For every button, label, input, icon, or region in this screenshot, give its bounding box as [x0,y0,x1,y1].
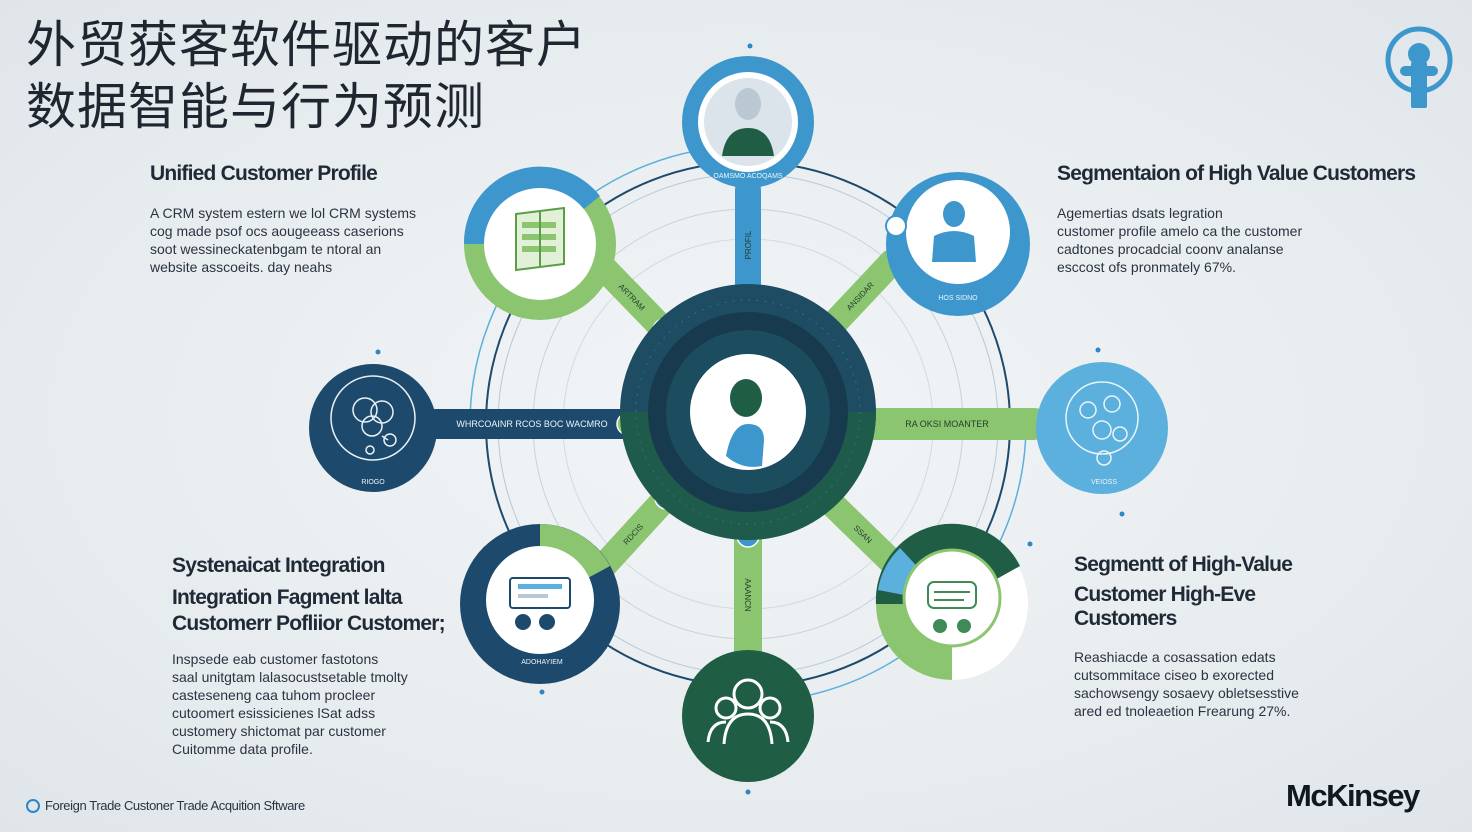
body-line: cadtones procadcial coonv analanse [1057,241,1284,257]
section-top-left-heading: Unified Customer Profile [150,162,378,185]
node-left-caption: RIOGO [361,479,385,486]
heading-line: Systenaicat Integration [172,554,385,577]
people-group-icon [706,678,790,745]
spoke-bottom-right [813,485,913,583]
node-bottom-left[interactable]: ADOHAYIEM [460,524,620,684]
section-top-right-heading: Segmentaion of High Value Customers [1057,162,1416,185]
title-line-2: 数据智能与行为预测 [26,78,485,136]
footer-text: Foreign Trade Custoner Trade Acquition S… [45,798,305,813]
page-title: 外贸获客软件驱动的客户 数据智能与行为预测 [26,14,587,138]
node-top-left[interactable] [463,166,616,320]
section-bottom-right-heading: Segmentt of High-Value Customer High-Eve… [1074,550,1293,634]
body-line: Cuitomme data profile. [172,741,313,757]
body-line: cutoomert esissicienes lSat adss [172,705,376,721]
chart-panel-icon [927,581,977,633]
node-group: OAMSMO ACOQAMS HOS SIDNO [309,56,1168,782]
footer: Foreign Trade Custoner Trade Acquition S… [26,798,305,813]
body-line: ared ed tnoleaetion Frearung 27%. [1074,703,1291,719]
node-right-caption: VEIOSS [1091,479,1117,486]
heading-line: Integration Fagment lalta [172,586,403,609]
node-bottom[interactable] [682,650,814,782]
profile-person-icon [722,88,774,156]
title-line-1: 外贸获客软件驱动的客户 [26,16,587,74]
section-bottom-right-body: Reashiacde a cosassation edats cutsommit… [1074,648,1299,720]
body-line: customer profile amelo ca the customer [1057,223,1303,239]
body-line: soot wessineckatenbgam te ntoral an [150,241,382,257]
body-line: Inspsede eab customer fastotons [172,651,379,667]
body-line: casteseneng caa tuhom procleer [172,687,376,703]
node-top-caption: OAMSMO ACOQAMS [713,173,783,180]
section-top-left-body: A CRM system estern we lol CRM systems c… [150,204,416,276]
node-top-right-caption: HOS SIDNO [938,295,978,302]
body-line: sachowsengy sosaevy obletsesstive [1074,685,1299,701]
section-top-right-body: Agemertias dsats legration customer prof… [1057,204,1302,276]
body-line: A CRM system estern we lol CRM systems [150,205,417,221]
brand-logo: McKinsey [1286,778,1420,813]
hub-person-icon [726,379,764,467]
small-bubble-icon [885,215,907,237]
person-key-logo-icon [1385,26,1453,108]
body-line: website asscoeits. day neahs [150,259,333,275]
spoke-label-bottom: AAANCN [743,578,752,612]
node-left[interactable]: RIOGO [309,364,437,492]
team-network-icon [1065,381,1139,466]
body-line: customery shictomat par customer [172,723,386,739]
spoke-top-left [587,251,677,343]
spoke-bottom-left [587,485,679,583]
globe-icon [26,798,40,813]
body-line: Reashiacde a cosassation edats [1074,649,1276,665]
body-line: saal unitgtam lalasocustsetable tmolty [172,669,408,685]
user-icon [932,201,976,262]
body-line: cutsommitace ciseo b exorected [1074,667,1274,683]
section-bottom-left-heading: Systenaicat Integration Integration Fagm… [172,550,446,640]
node-right[interactable]: VEIOSS [1036,362,1168,494]
decorative-dots [375,43,1125,795]
spoke-top-right [815,249,905,343]
node-top-right[interactable]: HOS SIDNO [885,172,1030,316]
brain-network-icon [352,397,397,455]
spoke-label-left: WHRCOAINR RCOS BOC WACMRO [456,419,607,429]
section-bottom-left-body: Inspsede eab customer fastotons saal uni… [172,650,408,758]
body-line: cog made psof ocs aougeeass caserions [150,223,404,239]
body-line: Agemertias dsats legration [1057,205,1223,221]
spoke-label-right: RA OKSI MOANTER [905,419,989,429]
spoke-label-top: PROFIL [744,230,753,259]
heading-line: Customer High-Eve [1074,583,1256,606]
heading-line: Segmentt of High-Value [1074,553,1293,576]
node-bottom-right[interactable] [875,523,1028,680]
central-hub [620,284,876,540]
document-stack-icon [515,206,565,272]
heading-line: Customerr Pofliior Customer; [172,612,446,635]
node-bottom-left-caption: ADOHAYIEM [521,659,563,666]
node-top[interactable]: OAMSMO ACOQAMS [682,56,814,188]
body-line: esccost ofs pronmately 67%. [1057,259,1236,275]
heading-line: Customers [1074,607,1177,630]
dashboard-screen-icon [509,577,571,630]
